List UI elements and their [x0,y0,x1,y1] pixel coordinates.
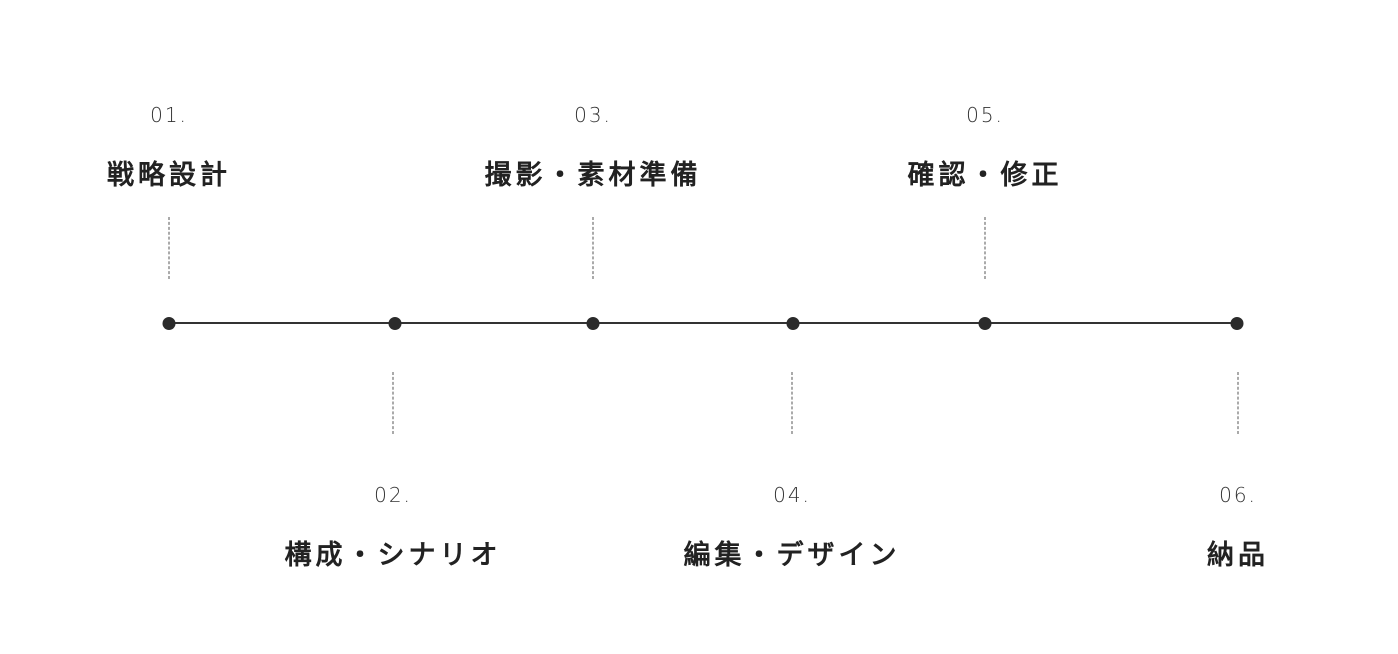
step-number: 03. [574,103,612,127]
step-3: 03. 撮影・素材準備 [485,103,702,192]
step-number: 06. [1219,483,1257,507]
step-number: 04. [773,483,811,507]
step-6: 06. 納品 [1207,483,1269,572]
step-title: 納品 [1207,540,1269,571]
step-1: 01. 戦略設計 [107,103,231,192]
step-number: 02. [374,483,412,507]
step-title: 確認・修正 [907,160,1063,191]
timeline-dot-4 [786,316,800,330]
timeline-dot-3 [586,316,600,330]
timeline-dot-6 [1230,316,1244,330]
connector-4 [791,372,793,434]
step-number: 01. [150,103,188,127]
step-title: 構成・シナリオ [284,540,502,571]
step-title: 撮影・素材準備 [484,160,702,191]
connector-3 [592,217,594,279]
connector-1 [168,217,170,279]
connector-5 [984,217,986,279]
timeline-dot-1 [162,316,176,330]
step-2: 02. 構成・シナリオ [285,483,502,572]
connector-2 [392,372,394,434]
step-4: 04. 編集・デザイン [684,483,901,572]
connector-6 [1237,372,1239,434]
timeline-axis [169,322,1237,324]
timeline-dot-5 [978,316,992,330]
step-number: 05. [966,103,1004,127]
step-5: 05. 確認・修正 [908,103,1063,192]
step-title: 編集・デザイン [683,540,901,571]
timeline-dot-2 [388,316,402,330]
step-title: 戦略設計 [107,160,231,191]
